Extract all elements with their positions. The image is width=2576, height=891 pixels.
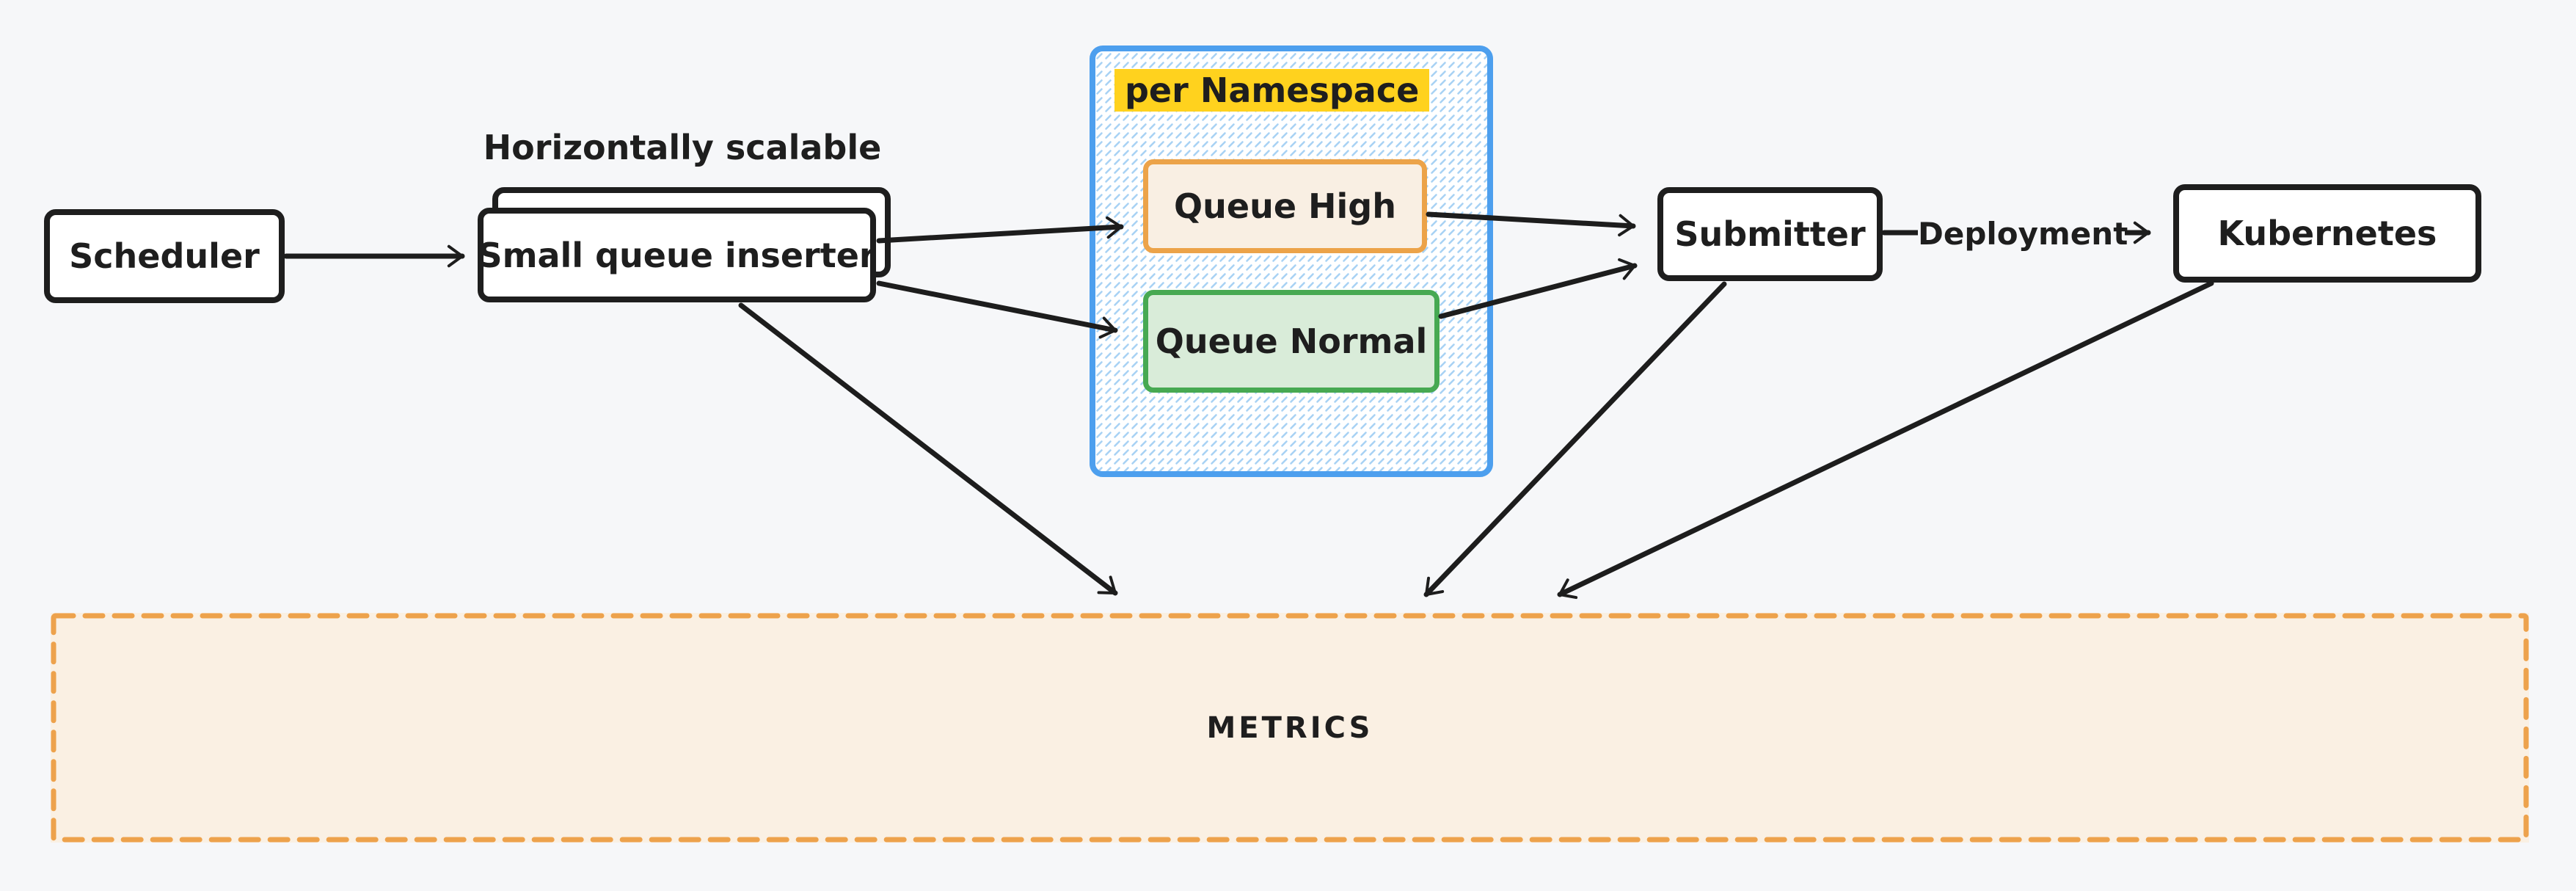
metrics-dashed-border <box>51 613 2529 843</box>
arrow-inserter-to-queue-normal <box>876 280 1118 339</box>
label-per-namespace: per Namespace <box>1114 69 1430 112</box>
hatch-pattern <box>1095 51 1487 471</box>
node-small-queue-inserter-label: Small queue inserter <box>478 235 876 275</box>
group-per-namespace <box>1090 46 1493 477</box>
node-small-queue-inserter: Small queue inserter <box>478 208 876 302</box>
node-submitter-label: Submitter <box>1674 214 1866 254</box>
edge-label-deployment: Deployment <box>1918 216 2128 252</box>
node-queue-high-label: Queue High <box>1174 186 1396 226</box>
arrow-kubernetes-to-metrics <box>1557 280 2214 600</box>
arrow-inserter-to-metrics <box>738 302 1118 596</box>
node-kubernetes-label: Kubernetes <box>2217 214 2437 253</box>
node-queue-high: Queue High <box>1143 159 1427 253</box>
node-submitter: Submitter <box>1657 187 1883 281</box>
node-scheduler: Scheduler <box>44 209 285 303</box>
arrow-inserter-to-queue-high <box>876 216 1124 244</box>
zone-metrics: METRICS <box>51 613 2529 843</box>
annotation-horizontally-scalable: Horizontally scalable <box>483 128 882 167</box>
node-queue-normal: Queue Normal <box>1143 290 1440 393</box>
metrics-label: METRICS <box>1206 710 1373 745</box>
node-scheduler-label: Scheduler <box>69 236 260 276</box>
node-queue-normal-label: Queue Normal <box>1155 321 1428 361</box>
node-kubernetes: Kubernetes <box>2173 184 2481 283</box>
